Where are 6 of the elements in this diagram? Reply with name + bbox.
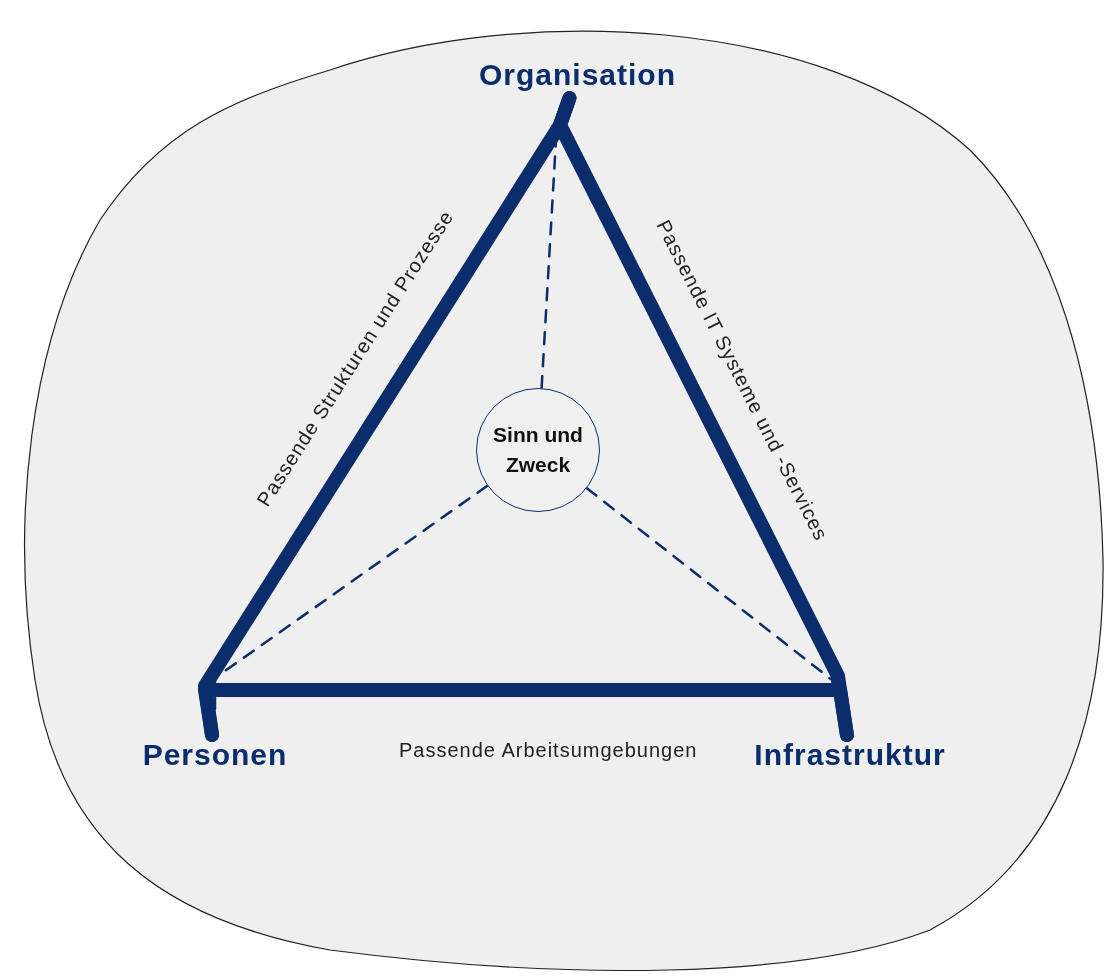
- circle-text: Sinn und Zweck: [492, 422, 584, 478]
- thick-line: [198, 683, 854, 742]
- edge-label: Passende Arbeitsumgebungen: [399, 738, 698, 762]
- corner-label: Personen: [142, 738, 288, 772]
- corner-label: Infrastruktur: [754, 738, 946, 772]
- corner-label: Organisation: [479, 58, 676, 92]
